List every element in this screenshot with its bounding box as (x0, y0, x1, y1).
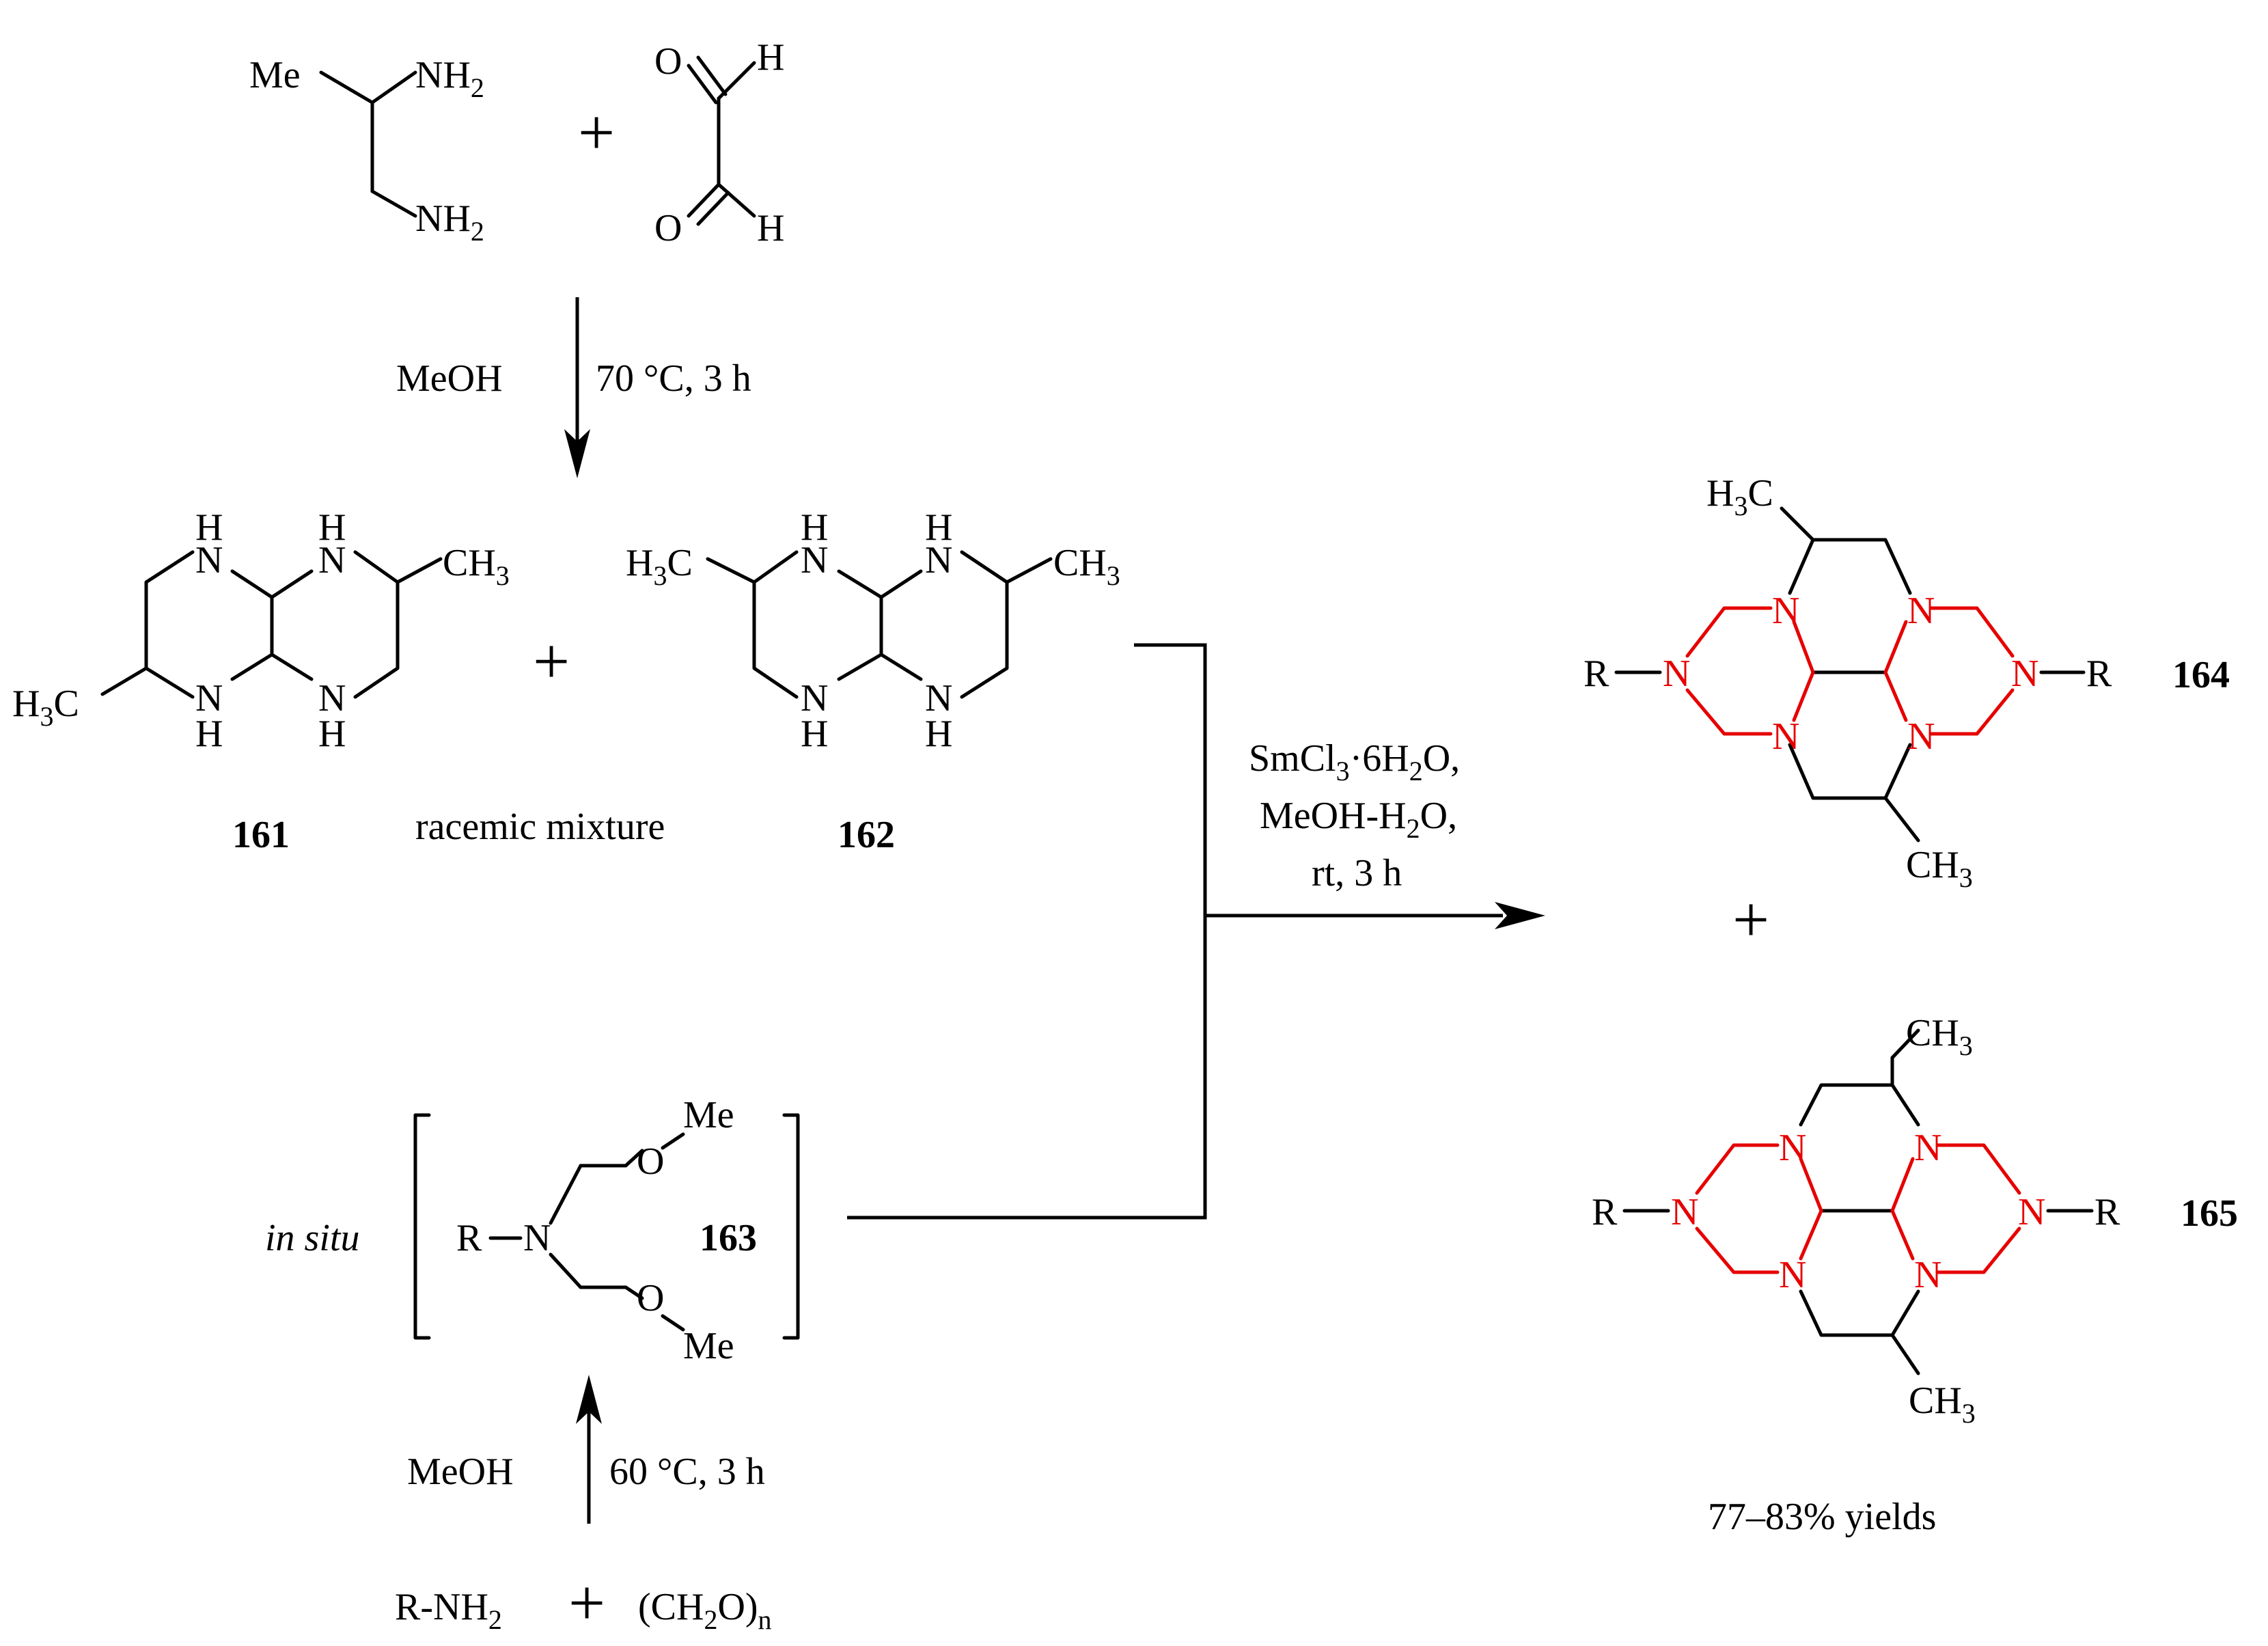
reagent-163: R N O Me O Me 163 (456, 1094, 757, 1367)
compound-label-163: 163 (700, 1217, 757, 1259)
catalyst-label: SmCl3·6H2O, (1249, 737, 1460, 786)
product-164: H3C CH3 N N N N N N R R (1584, 472, 2112, 893)
plus-sign-intermediates: + (533, 625, 570, 698)
product-165: CH3 CH3 N N N N N N R R (1592, 1012, 2120, 1429)
methyl-group-top-165: CH3 (1906, 1012, 1973, 1061)
r-group-left-164: R (1584, 653, 1609, 695)
red-nitrogen-1-165: N (1779, 1127, 1806, 1169)
ring-nitrogen-2: N (318, 539, 346, 581)
nh-hydrogen-7: H (801, 713, 828, 755)
compound-label-162: 162 (838, 814, 895, 856)
nh-hydrogen-5: H (801, 506, 828, 549)
intermediate-162: H N H N N H N H H3C CH3 (626, 506, 1120, 755)
methyl-group-left: H3C (12, 683, 79, 732)
r-group-right-165: R (2094, 1191, 2120, 1233)
nh-hydrogen-4: H (318, 713, 346, 755)
nh-hydrogen-8: H (925, 713, 952, 755)
intermediate-161: H N H N N H N H CH3 H3C (12, 506, 510, 755)
red-nitrogen-left-165: N (1671, 1191, 1698, 1233)
step1-solvent: MeOH (396, 357, 503, 400)
methoxy-bottom: Me (683, 1325, 734, 1367)
temperature-time-label: rt, 3 h (1312, 852, 1402, 894)
methyl-group-top-164: H3C (1706, 472, 1773, 521)
ether-oxygen-bottom: O (637, 1277, 664, 1319)
oxygen-label-bottom: O (654, 207, 682, 249)
reaction-arrow-main (847, 643, 1545, 1220)
reaction-arrow-step2 (576, 1375, 602, 1524)
methyl-group-right: CH3 (443, 542, 510, 591)
amine-label-bottom: NH2 (415, 197, 484, 247)
r-group-right-164: R (2086, 653, 2112, 695)
plus-sign-step2: + (568, 1566, 605, 1639)
hydrogen-label-top: H (757, 36, 784, 79)
methyl-group-left-162: H3C (626, 542, 693, 591)
red-nitrogen-2-165: N (1914, 1127, 1941, 1169)
reaction-arrow-step1 (564, 297, 590, 478)
nh-hydrogen-2: H (318, 506, 346, 549)
yield-label: 77–83% yields (1708, 1496, 1936, 1538)
ether-oxygen-top: O (637, 1140, 664, 1183)
red-nitrogen-2-164: N (1907, 590, 1935, 632)
step1-conditions: 70 °C, 3 h (596, 357, 751, 400)
paraformaldehyde-label: (CH2O)n (638, 1586, 772, 1635)
methyl-label: Me (249, 54, 301, 96)
ring-nitrogen-4: N (318, 677, 346, 719)
step2-conditions: 60 °C, 3 h (609, 1451, 765, 1493)
amine-nitrogen-label: N (523, 1217, 551, 1259)
red-nitrogen-4-164: N (1907, 715, 1935, 758)
methoxy-top: Me (683, 1094, 734, 1136)
hydrogen-label-bottom: H (757, 207, 784, 249)
red-nitrogen-left-164: N (1663, 653, 1690, 695)
amine-reactant-label: R-NH2 (395, 1586, 502, 1635)
methyl-group-bottom-164: CH3 (1906, 844, 1973, 893)
reactant-glyoxal: O H O H (654, 36, 784, 249)
methyl-group-right-162: CH3 (1053, 542, 1120, 591)
red-nitrogen-right-165: N (2018, 1191, 2045, 1233)
red-nitrogen-4-165: N (1914, 1254, 1941, 1296)
compound-label-165: 165 (2181, 1192, 2238, 1235)
r-group-label: R (456, 1217, 482, 1259)
amine-label-top: NH2 (415, 54, 484, 103)
ring-nitrogen-1: N (195, 539, 223, 581)
ring-nitrogen-5: N (801, 539, 828, 581)
red-nitrogen-1-164: N (1772, 590, 1799, 632)
plus-sign-reactants: + (578, 96, 615, 169)
red-nitrogen-3-164: N (1772, 715, 1799, 758)
step2-solvent: MeOH (407, 1451, 514, 1493)
oxygen-label-top: O (654, 40, 682, 83)
ring-nitrogen-7: N (801, 677, 828, 719)
in-situ-label: in situ (265, 1217, 359, 1259)
nh-hydrogen-1: H (195, 506, 223, 549)
nh-hydrogen-3: H (195, 713, 223, 755)
compound-label-161: 161 (232, 814, 290, 856)
racemic-mixture-label: racemic mixture (415, 806, 665, 848)
methyl-group-bottom-165: CH3 (1909, 1380, 1976, 1429)
r-group-left-165: R (1592, 1191, 1618, 1233)
red-nitrogen-right-164: N (2011, 653, 2038, 695)
nh-hydrogen-6: H (925, 506, 952, 549)
plus-sign-products: + (1732, 883, 1769, 956)
solvent-label: MeOH-H2O, (1260, 795, 1457, 844)
reagent-163-bracket (413, 1113, 800, 1340)
ring-nitrogen-3: N (195, 677, 223, 719)
red-nitrogen-3-165: N (1779, 1254, 1806, 1296)
compound-label-164: 164 (2172, 654, 2230, 696)
reactant-propanediamine: Me NH2 NH2 (249, 54, 484, 247)
ring-nitrogen-8: N (925, 677, 952, 719)
ring-nitrogen-6: N (925, 539, 952, 581)
